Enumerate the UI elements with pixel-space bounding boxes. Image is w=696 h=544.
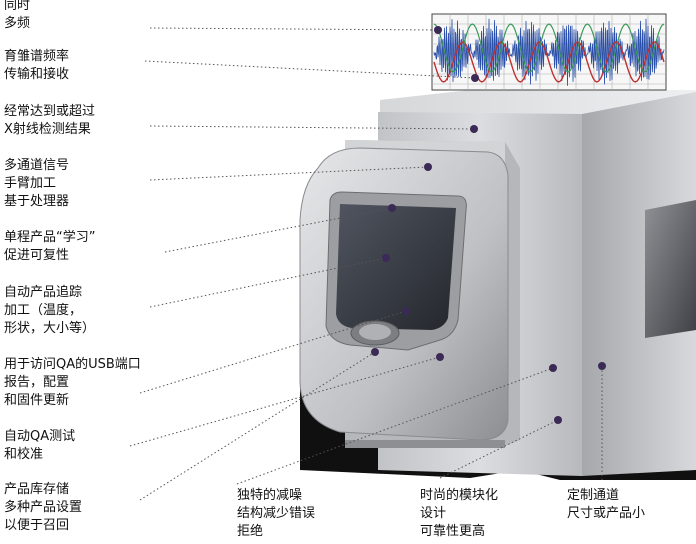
callout-noise-reduction: 独特的减噪 结构减少错误 拒绝 — [237, 488, 316, 539]
leader-lines — [129, 27, 603, 501]
marker-dot — [382, 254, 390, 262]
marker-dot — [549, 364, 557, 372]
marker-dot — [371, 348, 379, 356]
callout-product-library: 产品库存储 多种产品设置 以便于召回 — [4, 482, 83, 533]
marker-dot — [436, 353, 444, 361]
callout-usb-port: 用于访问QA的USB端口 报告，配置 和固件更新 — [4, 357, 141, 408]
callout-simultaneous-multi-frequency: 同时 多频 — [4, 0, 31, 31]
marker-dot — [470, 125, 478, 133]
callout-xray-results: 经常达到或超过 X射线检测结果 — [4, 104, 96, 137]
signal-waveform-graph-icon — [431, 13, 667, 91]
marker-dot — [388, 204, 396, 212]
marker-dot — [598, 362, 606, 370]
callout-auto-product-tracking: 自动产品追踪 加工（温度， 形状，大小等） — [4, 285, 96, 336]
marker-dot — [554, 416, 562, 424]
callout-single-pass-learning: 单程产品“学习” 促进可复性 — [4, 230, 96, 263]
marker-dot — [424, 163, 432, 171]
callout-spectrum-transmit-receive: 育雏谱频率 传输和接收 — [4, 49, 70, 82]
marker-dot — [434, 26, 442, 34]
callout-auto-qa-test: 自动QA测试 和校准 — [4, 429, 76, 462]
metal-detector-machine-icon — [299, 90, 696, 480]
callout-custom-aperture: 定制通道 尺寸或产品小 — [567, 488, 646, 521]
marker-dot — [471, 74, 479, 82]
marker-dots — [371, 26, 606, 424]
marker-dot — [402, 307, 410, 315]
callout-modular-design: 时尚的模块化 设计 可靠性更高 — [420, 488, 499, 539]
callout-multichannel-processing: 多通道信号 手臂加工 基于处理器 — [4, 158, 70, 209]
